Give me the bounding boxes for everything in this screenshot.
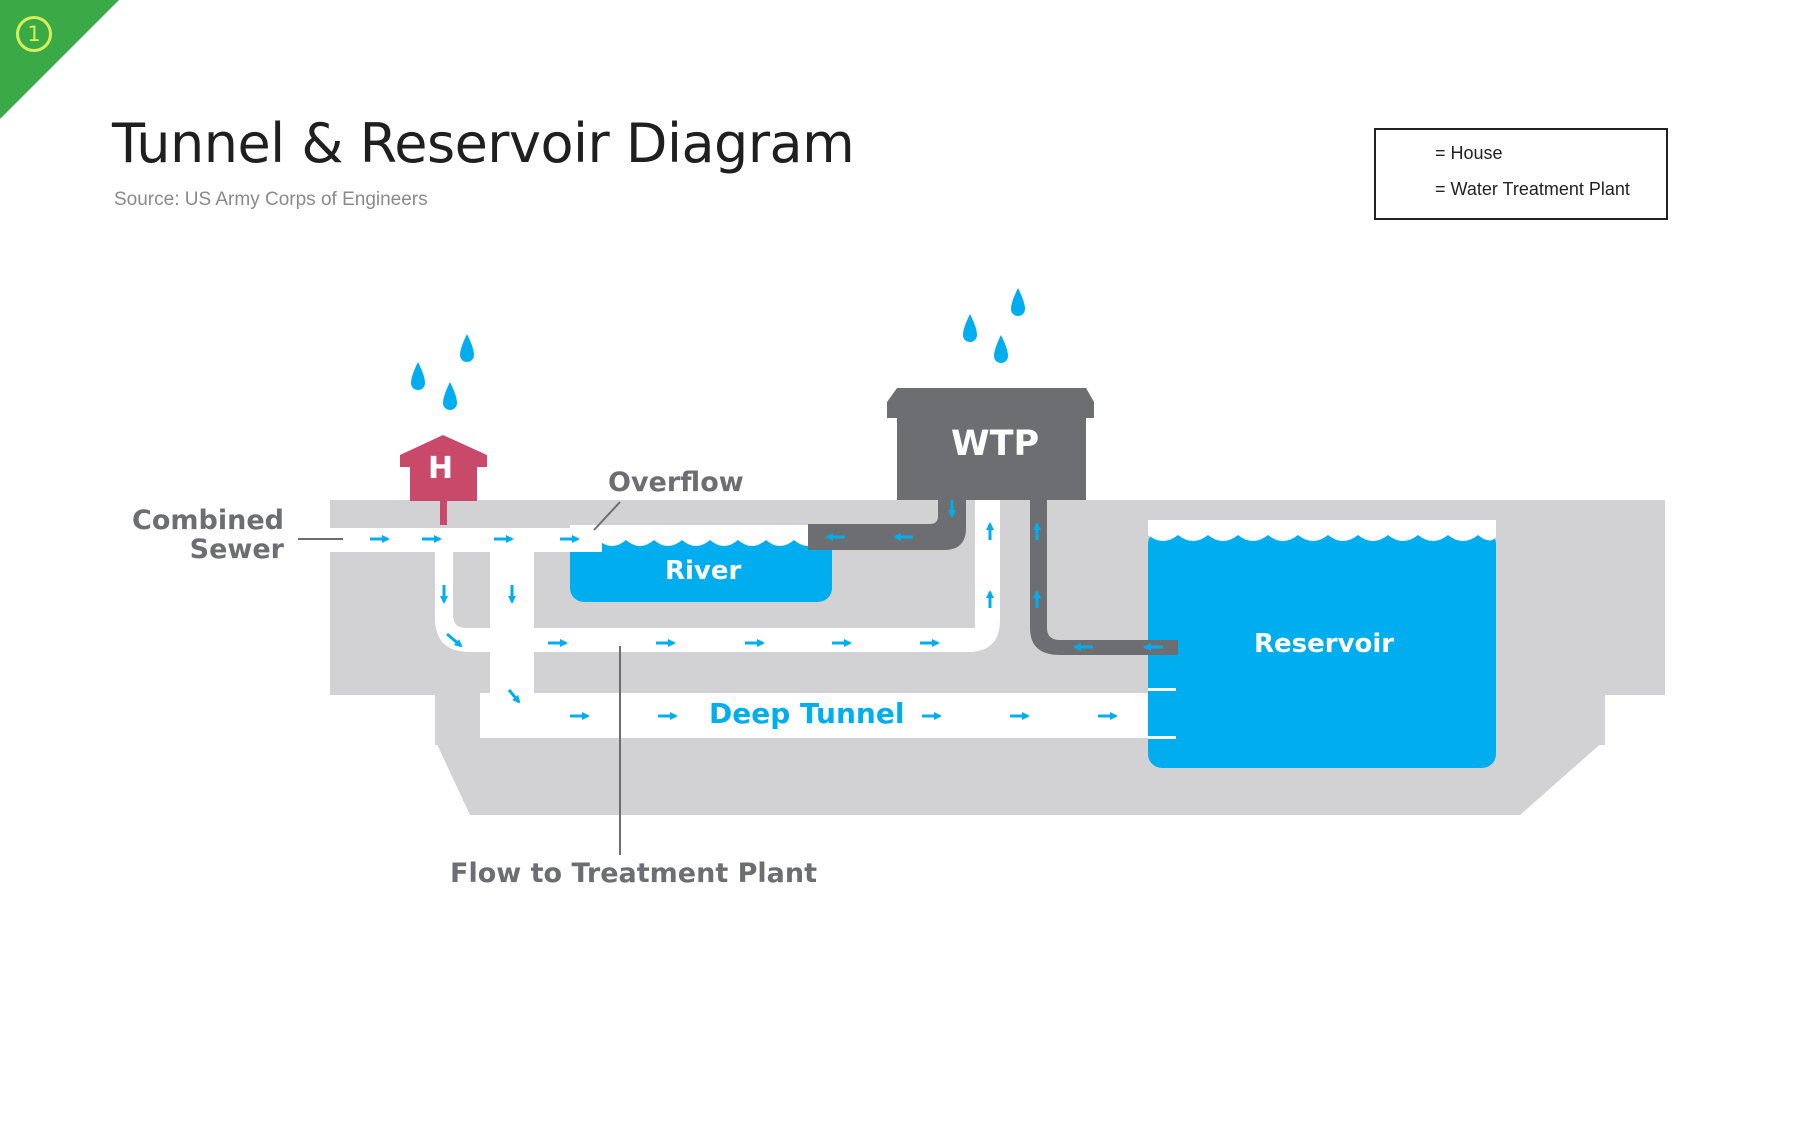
source-text: Source: US Army Corps of Engineers — [114, 189, 428, 210]
wtp-inflow-pipe — [975, 500, 1000, 555]
rain-drop-icon — [963, 314, 977, 342]
legend-house-label: = House — [1435, 143, 1503, 163]
reservoir — [1148, 520, 1496, 768]
legend: = House = Water Treatment Plant — [1374, 128, 1668, 220]
combined-sewer-label-line1: Combined — [132, 505, 284, 536]
flow-arrows — [370, 500, 1163, 720]
wtp-label: WTP — [951, 424, 1040, 464]
corner-badge — [0, 0, 119, 119]
deep-tunnel — [480, 693, 1148, 738]
house-label: H — [428, 451, 454, 486]
river — [570, 525, 832, 602]
flow-to-treatment-plant-label: Flow to Treatment Plant — [450, 858, 818, 889]
reservoir-label: Reservoir — [1254, 629, 1395, 659]
page-title: Tunnel & Reservoir Diagram — [112, 112, 855, 175]
leader-lines — [298, 501, 621, 855]
rain-drop-icon — [411, 362, 425, 390]
drop-shaft-1 — [435, 540, 1000, 652]
drop-shaft-3 — [490, 652, 534, 694]
treatment-plant-pipes — [808, 500, 1178, 655]
rain-drop-icon — [460, 334, 474, 362]
rain-drop-icon — [1011, 288, 1025, 316]
step-number-badge: 1 — [16, 16, 52, 52]
water-treatment-plant-icon — [887, 388, 1094, 500]
legend-wtp-label: = Water Treatment Plant — [1435, 179, 1630, 199]
combined-sewer-label-line2: Sewer — [189, 534, 284, 565]
deep-tunnel-label: Deep Tunnel — [709, 697, 905, 730]
wtp-outflow-to-river — [808, 500, 966, 550]
reservoir-to-wtp-pipe — [1030, 500, 1178, 655]
overflow-label: Overflow — [608, 467, 744, 498]
rain-drop-icon — [443, 382, 457, 410]
rain-drop-icon — [994, 335, 1008, 363]
rain-drops — [411, 288, 1025, 410]
house-icon — [400, 435, 487, 525]
river-label: River — [665, 556, 742, 586]
